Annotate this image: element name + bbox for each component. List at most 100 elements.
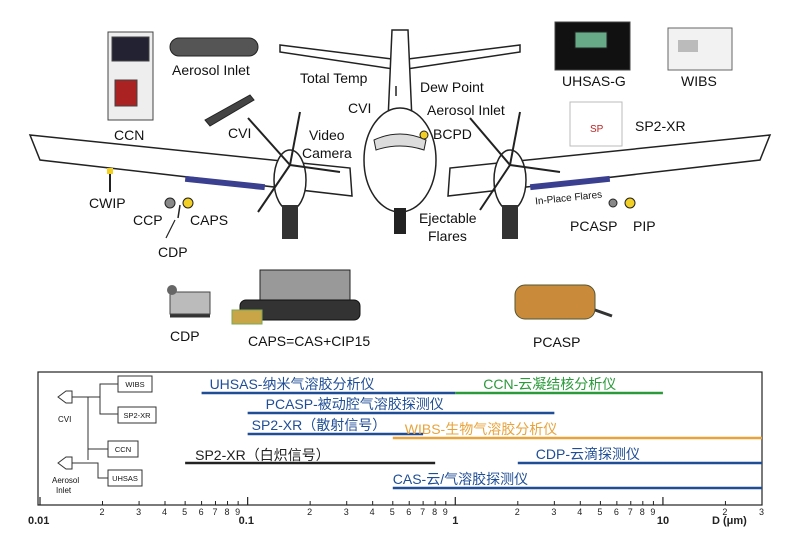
minor-tick-label-22: 8	[639, 507, 645, 517]
label-aerosol-inlet: Aerosol Inlet	[172, 62, 250, 78]
minor-tick-label-2: 4	[162, 507, 168, 517]
minor-tick-label-17: 3	[551, 507, 557, 517]
range-label-6: SP2-XR（白炽信号）	[195, 447, 330, 463]
left-propeller	[247, 111, 341, 213]
right-wing	[447, 134, 772, 197]
left-wing	[28, 134, 353, 197]
right-gear	[502, 205, 518, 239]
label-total-temp: Total Temp	[300, 70, 368, 86]
cvi-icon	[204, 94, 255, 127]
label-cvi-top: CVI	[348, 100, 372, 116]
label-caps-equation: CAPS=CAS+CIP15	[248, 333, 371, 349]
ccp-probe	[164, 197, 176, 209]
range-label-1: CCN-云凝结核分析仪	[483, 376, 617, 392]
range-label-0: UHSAS-纳米气溶胶分析仪	[209, 376, 375, 392]
label-dew-point: Dew Point	[420, 79, 484, 95]
minor-tick-label-16: 2	[514, 507, 520, 517]
label-pip: PIP	[633, 218, 656, 234]
aerosol-inlet-schematic-icon	[57, 456, 73, 470]
label-flares: Flares	[428, 228, 467, 244]
minor-tick-label-4: 6	[198, 507, 204, 517]
minor-tick-label-3: 5	[182, 507, 188, 517]
major-tick-label-1: 0.1	[238, 515, 254, 527]
aerosol-inlet-icon	[169, 37, 259, 57]
minor-tick-label-12: 6	[406, 507, 412, 517]
sp2xr-box	[117, 406, 157, 424]
ccn-instrument-icon	[107, 31, 154, 121]
cdp-photo-icon	[167, 285, 211, 318]
minor-tick-label-0: 2	[99, 507, 105, 517]
minor-tick-label-18: 4	[577, 507, 583, 517]
label-cwip: CWIP	[89, 195, 126, 211]
uhsas-box	[107, 469, 143, 487]
minor-tick-label-14: 8	[432, 507, 438, 517]
schematic-cvi-label: CVI	[58, 415, 72, 424]
range-label-5: CDP-云滴探测仪	[535, 446, 641, 462]
range-label-7: CAS-云/气溶胶探测仪	[392, 471, 529, 487]
label-cvi-instrument: CVI	[228, 125, 252, 141]
caps-probe	[182, 197, 194, 209]
uhsas-g-icon	[554, 21, 631, 71]
label-cdp-wing: CDP	[158, 244, 188, 260]
label-wibs: WIBS	[681, 73, 717, 89]
minor-tick-label-9: 3	[343, 507, 349, 517]
label-ejectable: Ejectable	[419, 210, 477, 226]
ccn-box	[107, 440, 139, 458]
schematic-sp2xr-label: SP2-XR	[123, 411, 151, 420]
range-label-3: SP2-XR（散射信号）	[251, 417, 387, 433]
range-label-4: WIBS-生物气溶胶分析仪	[404, 421, 558, 437]
bcpd-sensor	[419, 130, 429, 140]
x-axis-label: D (μm)	[712, 515, 747, 527]
label-ccp: CCP	[133, 212, 163, 228]
minor-tick-label-6: 8	[224, 507, 230, 517]
label-aerosol-inlet-top: Aerosol Inlet	[427, 102, 505, 118]
minor-tick-label-25: 3	[759, 507, 765, 517]
major-tick-label-2: 1	[452, 515, 459, 527]
minor-tick-label-7: 9	[235, 507, 241, 517]
label-bcpd: BCPD	[433, 126, 472, 142]
sp2-xr-icon: SP	[569, 101, 623, 147]
svg-text:SP: SP	[590, 124, 604, 135]
cockpit-window	[373, 133, 427, 151]
pip-probe	[608, 198, 618, 208]
nose-gear	[394, 208, 406, 234]
wibs-box	[117, 375, 153, 393]
label-camera: Camera	[302, 145, 352, 161]
cvi-inlet-icon	[57, 390, 73, 404]
fuselage	[363, 107, 437, 213]
schematic-aerosol-label: Aerosol	[52, 476, 80, 485]
schematic-wibs-label: WIBS	[125, 380, 145, 389]
pcasp-photo-icon	[514, 284, 613, 320]
minor-tick-label-11: 5	[389, 507, 395, 517]
axis-ticks	[39, 497, 763, 505]
caps-photo-icon	[231, 269, 361, 325]
schematic-uhsas-label: UHSAS	[112, 474, 138, 483]
label-sp2-xr: SP2-XR	[635, 118, 686, 134]
label-video: Video	[309, 127, 345, 143]
left-flare-rack	[184, 175, 266, 191]
label-cdp-photo: CDP	[170, 328, 200, 344]
major-tick-label-0: 0.01	[28, 515, 50, 527]
right-propeller	[469, 111, 561, 211]
minor-tick-label-15: 9	[442, 507, 448, 517]
minor-tick-label-24: 2	[722, 507, 728, 517]
minor-tick-label-1: 3	[136, 507, 142, 517]
minor-tick-label-23: 9	[650, 507, 656, 517]
range-bars	[185, 391, 762, 490]
label-uhsas-g: UHSAS-G	[562, 73, 626, 89]
minor-tick-label-13: 7	[420, 507, 426, 517]
major-tick-label-3: 10	[656, 515, 670, 527]
pcasp-wing-probe	[624, 197, 636, 209]
schematic-ccn-label: CCN	[114, 445, 132, 454]
range-label-2: PCASP-被动腔气溶胶探测仪	[265, 396, 444, 412]
minor-tick-label-21: 7	[627, 507, 633, 517]
label-pcasp-wing: PCASP	[570, 218, 618, 234]
minor-tick-label-8: 2	[307, 507, 313, 517]
minor-tick-label-10: 4	[369, 507, 375, 517]
label-ccn: CCN	[114, 127, 145, 143]
label-caps: CAPS	[190, 212, 229, 228]
wibs-icon	[667, 27, 733, 71]
schematic-inlet-label: Inlet	[56, 486, 72, 495]
minor-tick-label-5: 7	[212, 507, 218, 517]
